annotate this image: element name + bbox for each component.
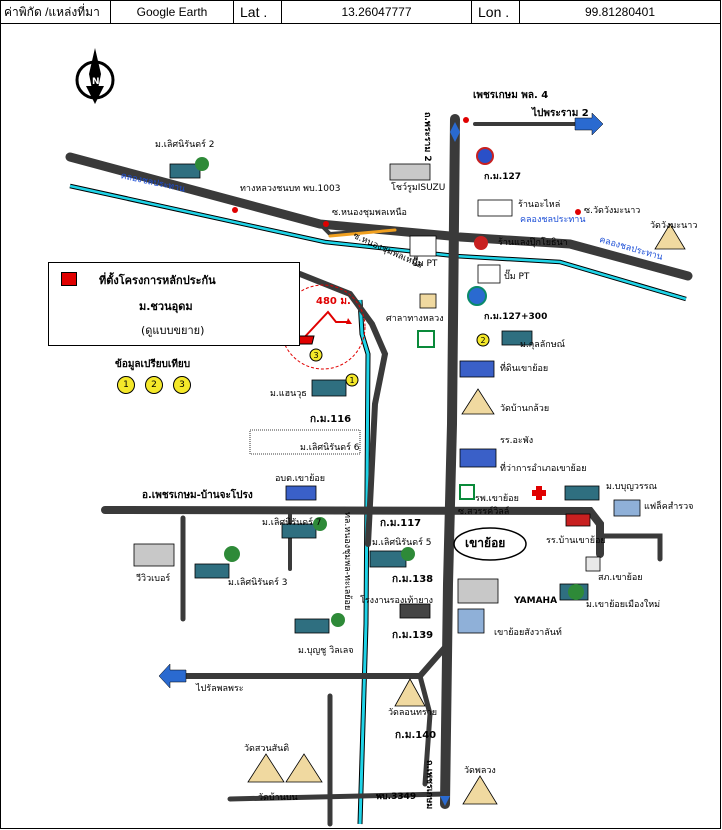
station-icon bbox=[467, 286, 487, 306]
building-icons bbox=[133, 163, 686, 805]
label-pt-2: ปั๊ม PT bbox=[504, 272, 530, 282]
police-icon bbox=[585, 556, 601, 572]
label-village-7: ม.เลิศนิรันดร์ 7 bbox=[262, 518, 322, 528]
coord-source-label: ค่าพิกัด /แหล่งที่มา bbox=[1, 1, 111, 23]
label-viewbeer: วีวิวเบอร์ bbox=[136, 574, 171, 584]
lat-value: 13.26047777 bbox=[282, 1, 472, 23]
label-km127: ก.ม.127 bbox=[484, 172, 522, 182]
label-soi-wat: ซ.วัดวังมะนาว bbox=[584, 206, 641, 216]
label-km138: ก.ม.138 bbox=[392, 574, 434, 585]
label-soi-srasan: ซ.สวรรค์วิลล์ bbox=[458, 507, 510, 517]
label-pb3349: พบ.3349 bbox=[376, 792, 417, 802]
label-wat-suan: วัดสวนสันติ bbox=[244, 744, 290, 754]
seven-eleven-icon bbox=[417, 330, 435, 348]
svg-text:1: 1 bbox=[349, 376, 354, 385]
comparables-title: ข้อมูลเปรียบเทียบ bbox=[115, 359, 191, 370]
project-site-circle bbox=[280, 284, 366, 370]
svg-text:2: 2 bbox=[480, 336, 485, 345]
comparable-markers: 3 1 2 bbox=[309, 333, 490, 387]
label-highway-1003: ทางหลวงชนบท พบ.1003 bbox=[240, 184, 341, 194]
khao-yoi-mountain bbox=[453, 527, 527, 561]
map-frame bbox=[0, 23, 721, 829]
label-kanchanadit: เขาย้อยสังวาลันท์ bbox=[494, 628, 562, 638]
label-village-3: ม.เลิศนิรันดร์ 3 bbox=[228, 578, 288, 588]
label-parts-shop: ร้านอะไหล่ bbox=[518, 200, 561, 210]
label-wat-phalong: วัดพลวง bbox=[464, 766, 496, 776]
label-obtk: อบต.เขาย้อย bbox=[275, 474, 326, 484]
label-km116: ก.ม.116 bbox=[310, 414, 352, 425]
label-gas-factory: โรงงานรองเท้ายาง bbox=[360, 596, 434, 606]
label-isuzu: โชว์รูมISUZU bbox=[391, 183, 446, 193]
label-fuel-shop: ร้านแลงปุ๊กโยธินา bbox=[498, 238, 568, 248]
label-village-5: ม.เลิศนิรันดร์ 5 bbox=[372, 538, 432, 548]
label-km127-300: ก.ม.127+300 bbox=[484, 312, 548, 322]
legend-project-site: ที่ตั้งโครงการหลักประกัน bbox=[99, 274, 216, 287]
comparable-2: 2 bbox=[145, 376, 163, 394]
arrow-icons bbox=[158, 112, 604, 806]
label-school-2: รร.บ้านเขาย้อย bbox=[546, 536, 606, 546]
label-wat-banbon: วัดบ้านบน bbox=[258, 793, 298, 803]
svg-text:3: 3 bbox=[313, 351, 318, 360]
lon-value: 99.81280401 bbox=[584, 5, 656, 19]
label-police: สภ.เขาย้อย bbox=[598, 573, 643, 583]
label-km139: ก.ม.139 bbox=[392, 630, 434, 641]
label-hospital: รพ.เขาย้อย bbox=[475, 494, 519, 504]
tree-icons bbox=[195, 157, 584, 627]
label-rama-road: ถ.พระราม 2 bbox=[422, 112, 432, 162]
ptt-icon bbox=[476, 147, 494, 165]
label-soi-nongchum: ซ.หนองชุมพลเหนือ bbox=[332, 208, 407, 218]
map-canvas: N bbox=[65, 48, 693, 827]
label-wat-kokmai: วัดลอนทราย bbox=[388, 708, 438, 718]
label-phetkasem-4: เพชรเกษม พล. 4 bbox=[473, 90, 549, 101]
label-wat-banklui: วัดบ้านกล้วย bbox=[500, 404, 550, 414]
label-pt-1: ปั๊ม PT bbox=[412, 259, 438, 269]
highway-marker bbox=[232, 207, 238, 213]
compass-icon: N bbox=[75, 48, 115, 104]
label-wat-wangmanao: วัดวังมะนาว bbox=[650, 221, 698, 231]
phetkasem-marker bbox=[463, 117, 469, 123]
compass-letter: N bbox=[92, 77, 100, 87]
label-yamaha: YAMAHA bbox=[514, 596, 558, 606]
legend-project-name: ม.ชวนอุดม bbox=[139, 300, 193, 313]
label-district-office: ที่ว่าการอำเภอเขาย้อย bbox=[500, 464, 587, 474]
label-km140: ก.ม.140 bbox=[395, 730, 437, 741]
label-canal-road: ทล.หนองชุมพล-ทะเลย้อย bbox=[342, 512, 352, 611]
label-village-2: ม.เลิศนิรันดร์ 2 bbox=[155, 140, 215, 150]
legend-project-note: (ดูแบบขยาย) bbox=[141, 324, 205, 337]
soi-marker bbox=[323, 221, 329, 227]
lon-label: Lon . bbox=[472, 1, 520, 23]
label-factory: แฟล็คสำรวจ bbox=[644, 502, 694, 512]
comparables-legend: 1 2 3 bbox=[117, 376, 197, 396]
label-km117: ก.ม.117 bbox=[380, 518, 422, 529]
comparable-3: 3 bbox=[173, 376, 191, 394]
coord-source-value: Google Earth bbox=[111, 1, 234, 23]
label-to-bangpra: ไปรัลพลพระ bbox=[196, 684, 244, 694]
label-village-khaoyoi-new: ม.เขาย้อยเมืองใหม่ bbox=[586, 600, 661, 610]
label-khao-yoi: เขาย้อย bbox=[465, 536, 506, 550]
service-icons bbox=[417, 147, 601, 572]
roads bbox=[65, 114, 693, 827]
label-school-1: รร.อะพัง bbox=[500, 436, 534, 446]
lat-label: Lat . bbox=[234, 1, 282, 23]
label-village-bunsri: ม.บุญชู วิลเลจ bbox=[298, 646, 354, 656]
wat-soi-marker bbox=[575, 209, 581, 215]
seven-eleven-icon-2 bbox=[459, 484, 475, 500]
comparable-1: 1 bbox=[117, 376, 135, 394]
fuel-shop-icon bbox=[474, 236, 488, 250]
label-canal-2: คลองชลประทาน bbox=[520, 215, 586, 225]
coordinates-header: ค่าพิกัด /แหล่งที่มา Google Earth Lat . … bbox=[0, 0, 721, 24]
label-village-banuwan: ม.บบุญวรรณ bbox=[606, 482, 657, 492]
label-road-phet: อ.เพชรเกษม-บ้านจะโปรง bbox=[142, 490, 253, 501]
distance-label: 480 ม. bbox=[316, 296, 351, 307]
label-village-kunlachai: ม.กุลลักษณ์ bbox=[520, 340, 566, 350]
label-village-6: ม.เลิศนิรันดร์ 6 bbox=[300, 443, 360, 453]
label-to-rama2: ไปพระราม 2 bbox=[532, 108, 589, 119]
label-sala: ศาลาทางหลวง bbox=[386, 314, 444, 324]
label-market: ที่ดินเขาย้อย bbox=[500, 364, 549, 374]
legend-box: ที่ตั้งโครงการหลักประกัน ม.ชวนอุดม (ดูแบ… bbox=[48, 262, 300, 346]
project-site-swatch bbox=[61, 272, 77, 286]
label-village-banan: ม.แฮนวุธ bbox=[270, 389, 307, 399]
label-main-road-s: ถ.เพชรเกษม bbox=[424, 760, 434, 810]
